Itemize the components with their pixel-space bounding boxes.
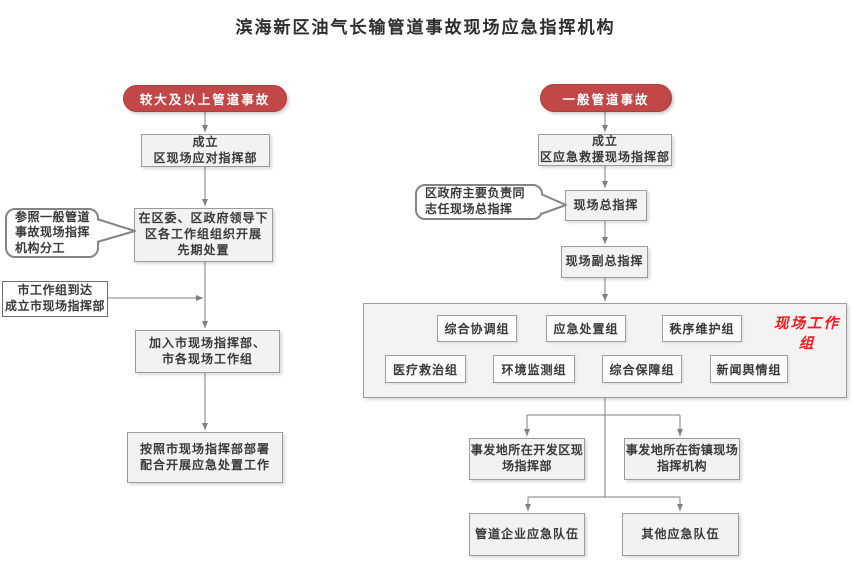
- node-setup-district-response-hq: 成立 区现场应对指挥部: [141, 134, 270, 167]
- node-cooperate-city-deployment: 按照市现场指挥部部署 配合开展应急处置工作: [127, 432, 283, 483]
- workgroup-comprehensive-coordination: 综合协调组: [437, 315, 517, 342]
- site-workgroups-label: 现场工作 组: [774, 316, 840, 352]
- node-other-emergency-teams: 其他应急队伍: [622, 513, 739, 556]
- workgroup-medical-rescue: 医疗救治组: [385, 355, 466, 383]
- node-join-city-command-hq: 加入市现场指挥部、 市各现场工作组: [135, 330, 280, 373]
- workgroup-environment-monitoring: 环境监测组: [493, 355, 575, 383]
- event-major-pipeline-accident: 较大及以上管道事故: [123, 85, 287, 112]
- workgroup-order-maintenance: 秩序维护组: [662, 315, 742, 342]
- callout-district-leader-as-commander: 区政府主要负责同 志任现场总指挥: [415, 184, 543, 220]
- event-general-pipeline-accident: 一般管道事故: [540, 84, 672, 112]
- node-pipeline-enterprise-emergency-team: 管道企业应急队伍: [469, 513, 585, 556]
- node-site-deputy-commander: 现场副总指挥: [561, 246, 648, 278]
- node-street-town-command-org: 事发地所在街镇现场 指挥机构: [624, 438, 740, 480]
- workgroup-news-public-opinion: 新闻舆情组: [710, 355, 788, 383]
- note-city-workgroup-arrives: 市工作组到达 成立市现场指挥部: [2, 281, 108, 317]
- page-title: 滨海新区油气长输管道事故现场应急指挥机构: [235, 18, 616, 37]
- callout-refer-general-accident-division: 参照一般管道 事故现场指挥 机构分工: [5, 208, 99, 258]
- workgroup-emergency-disposal: 应急处置组: [546, 315, 626, 342]
- node-site-commander: 现场总指挥: [565, 190, 647, 221]
- node-setup-district-rescue-hq: 成立 区应急救援现场指挥部: [538, 134, 672, 166]
- workgroup-comprehensive-support: 综合保障组: [602, 355, 682, 383]
- node-early-disposal-under-district-leadership: 在区委、区政府领导下 区各工作组组织开展 先期处置: [134, 208, 273, 262]
- node-development-zone-site-hq: 事发地所在开发区现 场指挥部: [469, 438, 585, 480]
